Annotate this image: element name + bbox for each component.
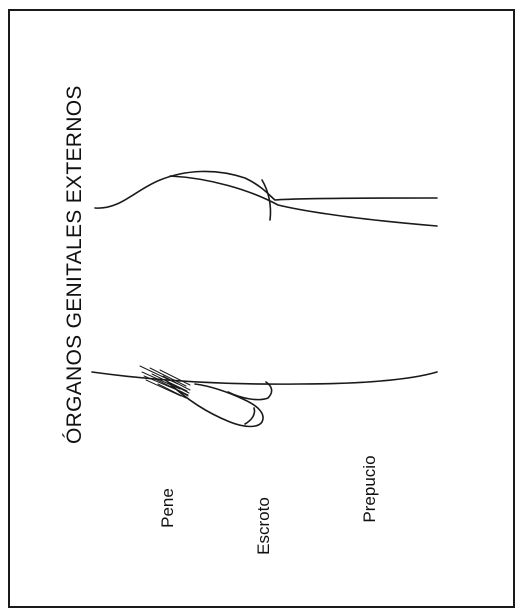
figure-title: ÓRGANOS GENITALES EXTERNOS: [60, 104, 90, 444]
glans-fold: [245, 408, 255, 424]
pubic-hair-hatching: [140, 366, 190, 398]
label-escroto: Escroto: [252, 481, 276, 571]
label-pene: Pene: [156, 473, 180, 543]
label-prepucio: Prepucio: [358, 434, 382, 544]
body-profile-outline: [95, 171, 437, 226]
lower-body-curve: [92, 372, 437, 384]
thigh-line: [170, 176, 437, 226]
genital-outline: [92, 372, 437, 427]
